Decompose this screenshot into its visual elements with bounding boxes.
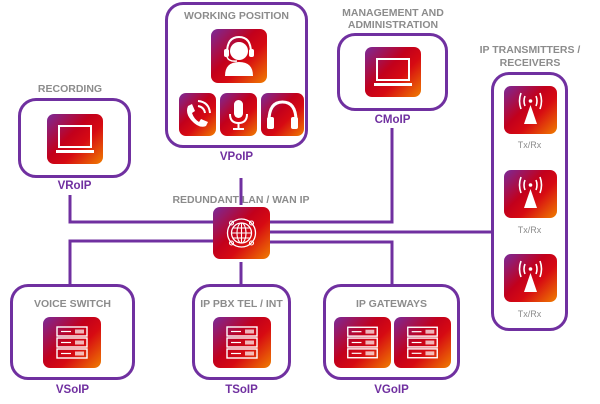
recording-protocol: VRoIP <box>57 180 92 192</box>
monitor-icon <box>56 125 94 153</box>
radio-antenna-icon <box>518 260 543 292</box>
microphone-tile <box>220 93 257 136</box>
voice-switch-box[interactable]: VOICE SWITCH <box>10 284 135 380</box>
ip-gateways-protocol: VGoIP <box>374 384 409 396</box>
transmitter-label-3: Tx/Rx <box>517 309 542 319</box>
ip-pbx-tile <box>213 317 271 368</box>
radio-antenna-icon <box>518 92 543 124</box>
management-tile <box>365 47 421 97</box>
transmitter-tile-2 <box>504 170 557 218</box>
transmitters-box[interactable]: Tx/Rx Tx/Rx Tx/Rx <box>491 72 568 331</box>
transmitter-label-2: Tx/Rx <box>517 225 542 235</box>
hub-title: REDUNDANT LAN / WAN IP <box>172 194 310 206</box>
wire-recording <box>68 195 213 224</box>
ip-gateways-title: IP GATEWAYS <box>356 298 427 310</box>
server-icon <box>407 326 438 359</box>
management-title-line1: MANAGEMENT AND <box>342 7 444 19</box>
operator-tile <box>211 29 267 83</box>
ip-gateways-box[interactable]: IP GATEWAYS <box>323 284 460 380</box>
monitor-icon <box>374 58 412 86</box>
management-box[interactable] <box>337 33 448 111</box>
ip-pbx-protocol: TSoIP <box>225 384 258 396</box>
management-protocol: CMoIP <box>374 114 411 126</box>
gateway-tile-2 <box>394 317 451 368</box>
gateway-tile-1 <box>334 317 391 368</box>
headphones-tile <box>261 93 304 136</box>
transmitter-tile-1 <box>504 86 557 134</box>
phone-tile <box>179 93 216 136</box>
ip-pbx-box[interactable]: IP PBX TEL / INT <box>192 284 291 380</box>
globe-network-icon <box>226 218 257 248</box>
phone-call-icon <box>187 100 211 127</box>
transmitters-title-line2: RECEIVERS <box>499 57 561 69</box>
voice-switch-protocol: VSoIP <box>55 384 90 396</box>
radio-antenna-icon <box>518 176 543 208</box>
transmitter-tile-3 <box>504 254 557 302</box>
microphone-icon <box>229 100 248 130</box>
recording-title: RECORDING <box>37 83 103 95</box>
server-icon <box>347 326 378 359</box>
voice-switch-title: VOICE SWITCH <box>33 298 111 310</box>
wire-voice-switch <box>68 239 213 285</box>
headphones-icon <box>267 100 298 129</box>
wire-ip-gateways <box>269 240 394 285</box>
recording-box[interactable] <box>18 98 131 178</box>
recording-tile <box>47 114 103 164</box>
wire-management <box>269 128 394 224</box>
ip-pbx-title: IP PBX TEL / INT <box>200 298 283 310</box>
working-position-box[interactable]: WORKING POSITION <box>165 2 308 148</box>
server-icon <box>56 326 88 359</box>
operator-headset-icon <box>224 35 254 76</box>
working-position-protocol: VPoIP <box>219 151 254 163</box>
server-icon <box>226 326 258 359</box>
transmitters-title-line1: IP TRANSMITTERS / <box>479 44 581 56</box>
transmitter-label-1: Tx/Rx <box>517 140 542 150</box>
working-position-title: WORKING POSITION <box>184 10 289 22</box>
hub-tile[interactable] <box>213 207 270 259</box>
voice-switch-tile <box>43 317 101 368</box>
management-title-line2: ADMINISTRATION <box>347 19 439 31</box>
